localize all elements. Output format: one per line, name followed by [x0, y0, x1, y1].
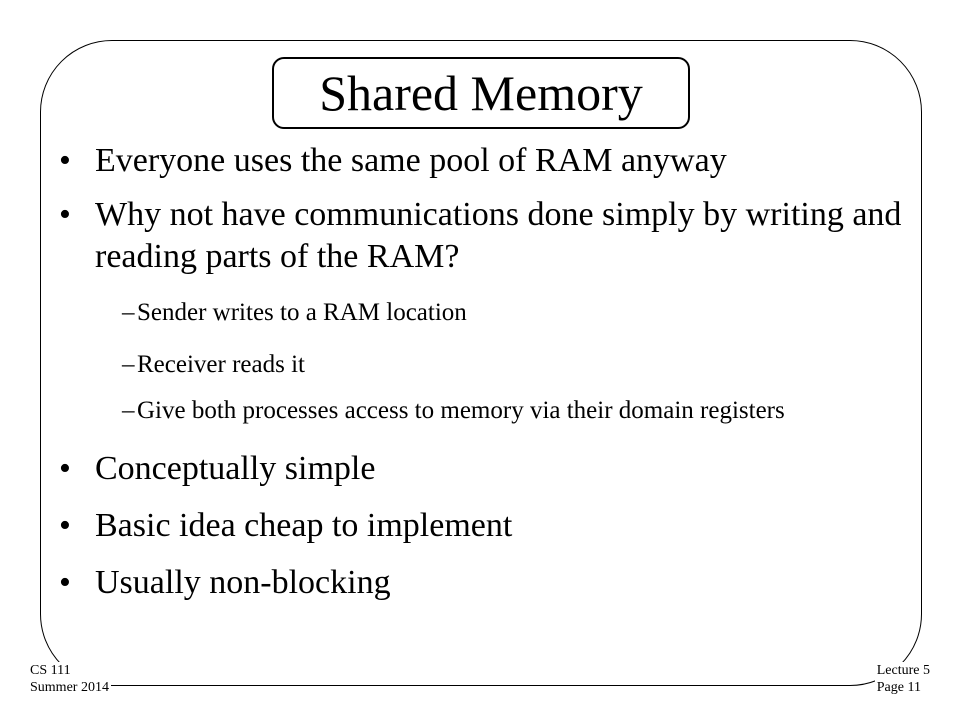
bullet-marker: • — [59, 196, 71, 233]
title-box: Shared Memory — [272, 57, 690, 129]
bullet-text: Why not have communications done simply … — [95, 196, 902, 275]
sub-bullet-marker: – — [122, 351, 135, 378]
sub-bullet-item: – Receiver reads it — [50, 348, 910, 382]
footer-course: CS 111 — [30, 663, 71, 678]
sub-bullet-text: Sender writes to a RAM location — [137, 299, 467, 326]
sub-bullet-text: Give both processes access to memory via… — [137, 397, 785, 424]
footer-course-info: CS 111 Summer 2014 — [28, 662, 111, 696]
slide-title: Shared Memory — [319, 65, 643, 121]
sub-bullet-text: Receiver reads it — [137, 351, 305, 378]
sub-bullet-item: – Sender writes to a RAM location — [50, 296, 910, 330]
bullet-text: Basic idea cheap to implement — [95, 507, 513, 544]
sub-bullet-marker: – — [122, 397, 135, 424]
bullet-text: Conceptually simple — [95, 450, 376, 487]
bullet-item: • Everyone uses the same pool of RAM any… — [50, 140, 910, 182]
bullet-text: Usually non-blocking — [95, 564, 391, 601]
sub-bullet-item: – Give both processes access to memory v… — [50, 394, 910, 428]
bullet-item: • Usually non-blocking — [50, 562, 910, 604]
slide-frame — [40, 40, 922, 686]
bullet-item: • Conceptually simple — [50, 448, 910, 490]
bullet-item: • Basic idea cheap to implement — [50, 505, 910, 547]
bullet-marker: • — [59, 450, 71, 487]
footer-page: Page 11 — [876, 680, 921, 695]
bullet-marker: • — [59, 564, 71, 601]
bullet-marker: • — [59, 142, 71, 179]
bullet-list: • Everyone uses the same pool of RAM any… — [50, 136, 910, 604]
bullet-marker: • — [59, 507, 71, 544]
footer-lecture: Lecture 5 — [876, 663, 930, 678]
footer-page-info: Lecture 5 Page 11 — [874, 662, 932, 696]
footer-term: Summer 2014 — [30, 680, 109, 695]
bullet-item: • Why not have communications done simpl… — [50, 194, 910, 278]
sub-bullet-marker: – — [122, 299, 135, 326]
bullet-text: Everyone uses the same pool of RAM anywa… — [95, 142, 727, 179]
